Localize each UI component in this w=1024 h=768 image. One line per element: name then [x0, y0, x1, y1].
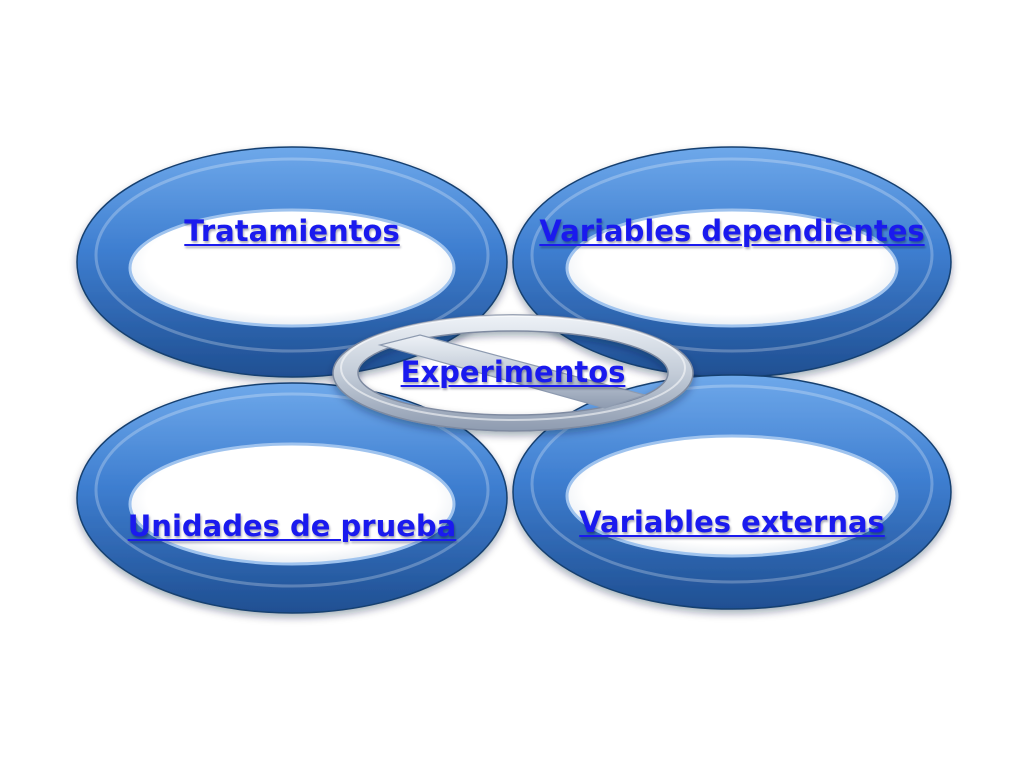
- variables-dependientes-link[interactable]: Variables dependientes: [539, 214, 925, 248]
- ring-variables-dependientes: [512, 146, 952, 378]
- experimentos-link[interactable]: Experimentos: [400, 355, 626, 389]
- variables-externas-link[interactable]: Variables externas: [579, 505, 885, 539]
- tratamientos-link[interactable]: Tratamientos: [184, 214, 400, 248]
- ring-variables-externas: [512, 374, 952, 610]
- unidades-de-prueba-link[interactable]: Unidades de prueba: [127, 509, 457, 543]
- ring-unidades-de-prueba: [76, 382, 508, 614]
- ring-tratamientos: [76, 146, 508, 378]
- ring-experimentos: [332, 314, 694, 432]
